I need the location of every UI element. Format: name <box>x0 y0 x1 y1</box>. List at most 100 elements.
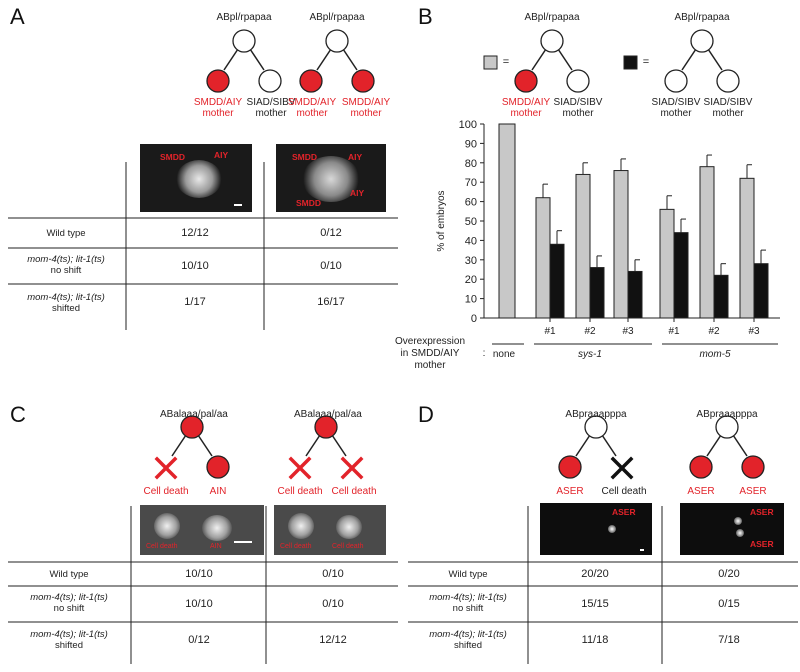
panel-a-lineage-trees <box>206 29 375 93</box>
legend-tree-1 <box>514 29 590 93</box>
row-label-no-shift: mom-4(ts); lit-1(ts)no shift <box>429 592 507 614</box>
lineage-name: ABpraaapppa <box>696 409 758 420</box>
table-cell: 0/12 <box>188 634 210 646</box>
table-cell: 0/15 <box>718 598 740 610</box>
row-label-shifted: mom-4(ts); lit-1(ts)shifted <box>30 629 108 651</box>
table-cell: 7/18 <box>718 634 740 646</box>
table-cell: 0/20 <box>718 568 740 580</box>
lineage-name: ABpl/rpapaa <box>524 12 580 23</box>
panel-a-table-grid <box>8 162 398 330</box>
micrograph-d2: ASER ASER <box>680 503 784 555</box>
row-label-wild-type: Wild type <box>448 569 488 580</box>
fate-label: SIAD/SIBV mother <box>246 97 296 119</box>
y-tick-label: 70 <box>465 177 477 189</box>
bar-gray <box>498 123 516 319</box>
panel-d-lineage-trees <box>558 415 765 480</box>
legend-equals: = <box>502 56 510 68</box>
y-tick-label: 30 <box>465 255 477 267</box>
panel-letter-b: B <box>418 4 433 29</box>
micro-label: Cell death <box>280 543 312 550</box>
mother-cell <box>325 29 349 53</box>
overexpression-label: Overexpression in SMDD/AIY mother <box>394 336 466 371</box>
fate-label: SMDD/AIY mother <box>341 97 391 119</box>
table-cell: 16/17 <box>317 296 345 308</box>
micro-label: Cell death <box>332 543 364 550</box>
scale-bar <box>640 549 644 551</box>
overexpression-colon: : <box>482 348 486 359</box>
panel-letter-d: D <box>418 402 434 427</box>
cell-death-cross-icon <box>288 456 312 480</box>
row-label-shifted: mom-4(ts); lit-1(ts)shifted <box>429 629 507 651</box>
fate-label: ASER <box>687 486 715 497</box>
row-label-no-shift: mom-4(ts); lit-1(ts)no shift <box>30 592 108 614</box>
x-tick-label: #2 <box>708 326 720 337</box>
table-cell: 0/10 <box>322 568 344 580</box>
micro-label: SMDD <box>296 198 322 208</box>
table-cell: 10/10 <box>185 598 213 610</box>
lineage-name: ABalaaa/pal/aa <box>294 409 362 420</box>
daughter-cell-white <box>258 69 282 93</box>
table-cell: 15/15 <box>581 598 609 610</box>
micrograph-a1: SMDD AIY <box>140 144 252 212</box>
fate-label: ASER <box>556 486 584 497</box>
daughter-cell-red <box>206 69 230 93</box>
row-label-wild-type: Wild type <box>49 569 89 580</box>
micrograph-c1: Cell death AIN <box>140 505 264 555</box>
cell-death-cross-icon <box>610 456 634 480</box>
legend-tree-2 <box>664 29 740 93</box>
panel-c-table-grid <box>8 506 398 664</box>
group-underlines <box>492 343 778 345</box>
lineage-tree-c1 <box>154 415 230 480</box>
lineage-name: ABpl/rpapaa <box>216 12 272 23</box>
x-tick-label: #3 <box>622 326 634 337</box>
table-cell: 12/12 <box>181 227 209 239</box>
lineage-tree-d1 <box>558 415 634 480</box>
daughter-cell-red <box>299 69 323 93</box>
row-label-wild-type: Wild type <box>46 228 86 239</box>
panel-b-legend-trees <box>483 29 740 93</box>
row-label-shifted: mom-4(ts); lit-1(ts)shifted <box>27 292 105 314</box>
micro-label: ASER <box>612 507 636 517</box>
micro-label: ASER <box>750 507 774 517</box>
y-tick-label: 40 <box>465 235 477 247</box>
row-label-no-shift: mom-4(ts); lit-1(ts)no shift <box>27 254 105 276</box>
fate-label: Cell death <box>277 486 323 497</box>
lineage-tree-a1 <box>206 29 282 93</box>
fate-label: Cell death <box>331 486 377 497</box>
daughter-cell-red <box>351 69 375 93</box>
panel-letter-c: C <box>10 402 26 427</box>
lineage-tree-d2 <box>689 415 765 479</box>
lineage-tree-c2 <box>288 415 364 480</box>
legend-swatch-gray <box>483 55 498 70</box>
micro-label: AIY <box>350 188 365 198</box>
fate-label: SMDD/AIY mother <box>501 97 551 119</box>
micro-label: AIN <box>210 543 222 550</box>
table-cell: 0/10 <box>322 598 344 610</box>
fate-label: SIAD/SIBV mother <box>651 97 701 119</box>
y-tick-label: 80 <box>465 158 477 170</box>
bar-gray <box>575 173 591 319</box>
micro-label: SMDD <box>160 152 186 162</box>
fate-label: ASER <box>739 486 767 497</box>
y-tick-label: 0 <box>471 313 477 325</box>
table-cell: 20/20 <box>581 568 609 580</box>
scale-bar <box>234 204 242 206</box>
y-tick-label: 60 <box>465 197 477 209</box>
micro-label: ASER <box>750 539 774 549</box>
fate-label: SIAD/SIBV mother <box>553 97 603 119</box>
lineage-name: ABpl/rpapaa <box>309 12 365 23</box>
table-cell: 12/12 <box>319 634 347 646</box>
x-tick-label: #1 <box>544 326 556 337</box>
legend-equals: = <box>642 56 650 68</box>
legend-swatch-black <box>623 55 638 70</box>
micro-label: AIY <box>214 150 229 160</box>
table-cell: 1/17 <box>184 296 206 308</box>
micrograph-c2: Cell death Cell death <box>274 505 386 555</box>
table-cell: 11/18 <box>581 634 609 646</box>
lineage-name: ABpl/rpapaa <box>674 12 730 23</box>
x-tick-label: #3 <box>748 326 760 337</box>
table-cell: 10/10 <box>185 568 213 580</box>
panel-letter-a: A <box>10 4 25 29</box>
y-tick-label: 90 <box>465 138 477 150</box>
